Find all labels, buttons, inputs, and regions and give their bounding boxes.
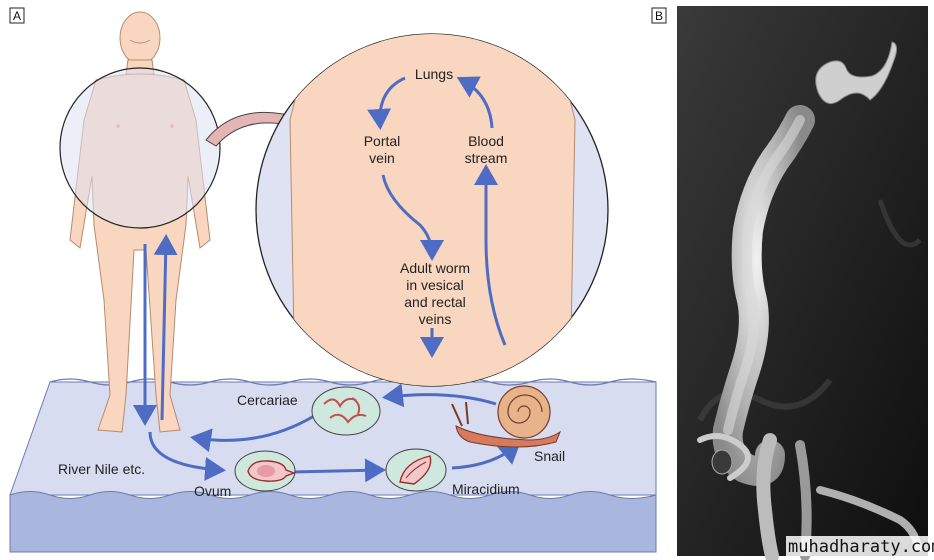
label-adult-worm-1: Adult worm <box>400 260 470 276</box>
cycle-arrows <box>190 383 521 483</box>
label-ovum: Ovum <box>194 483 231 499</box>
body-arrows <box>133 234 226 481</box>
label-river: River Nile etc. <box>58 461 145 477</box>
cercariae-illustration <box>311 386 381 436</box>
circulation-arrows <box>367 76 507 358</box>
electron-micrograph <box>677 6 928 560</box>
panel-b: B muhadharaty.com <box>651 6 934 560</box>
watermark-text: muhadharaty.com <box>788 537 934 557</box>
label-lungs: Lungs <box>415 66 453 82</box>
ovum-illustration <box>234 450 296 492</box>
snail-illustration <box>451 385 562 448</box>
label-portal-vein-2: vein <box>369 150 395 166</box>
label-adult-worm-2: in vesical <box>406 277 464 293</box>
label-blood-stream-1: Blood <box>468 133 504 149</box>
panel-a: A <box>9 7 657 553</box>
label-blood-stream-2: stream <box>465 150 508 166</box>
label-adult-worm-3: and rectal <box>404 294 465 310</box>
magnifier-circle-large <box>255 33 609 387</box>
label-portal-vein-1: Portal <box>364 133 401 149</box>
panel-a-label: A <box>13 9 21 23</box>
label-snail: Snail <box>534 448 565 464</box>
panel-b-label: B <box>655 9 663 23</box>
miracidium-illustration <box>385 448 447 492</box>
label-cercariae: Cercariae <box>237 392 298 408</box>
label-adult-worm-4: veins <box>419 311 452 327</box>
label-miracidium: Miracidium <box>452 481 520 497</box>
magnifier-circle-small <box>59 67 221 229</box>
